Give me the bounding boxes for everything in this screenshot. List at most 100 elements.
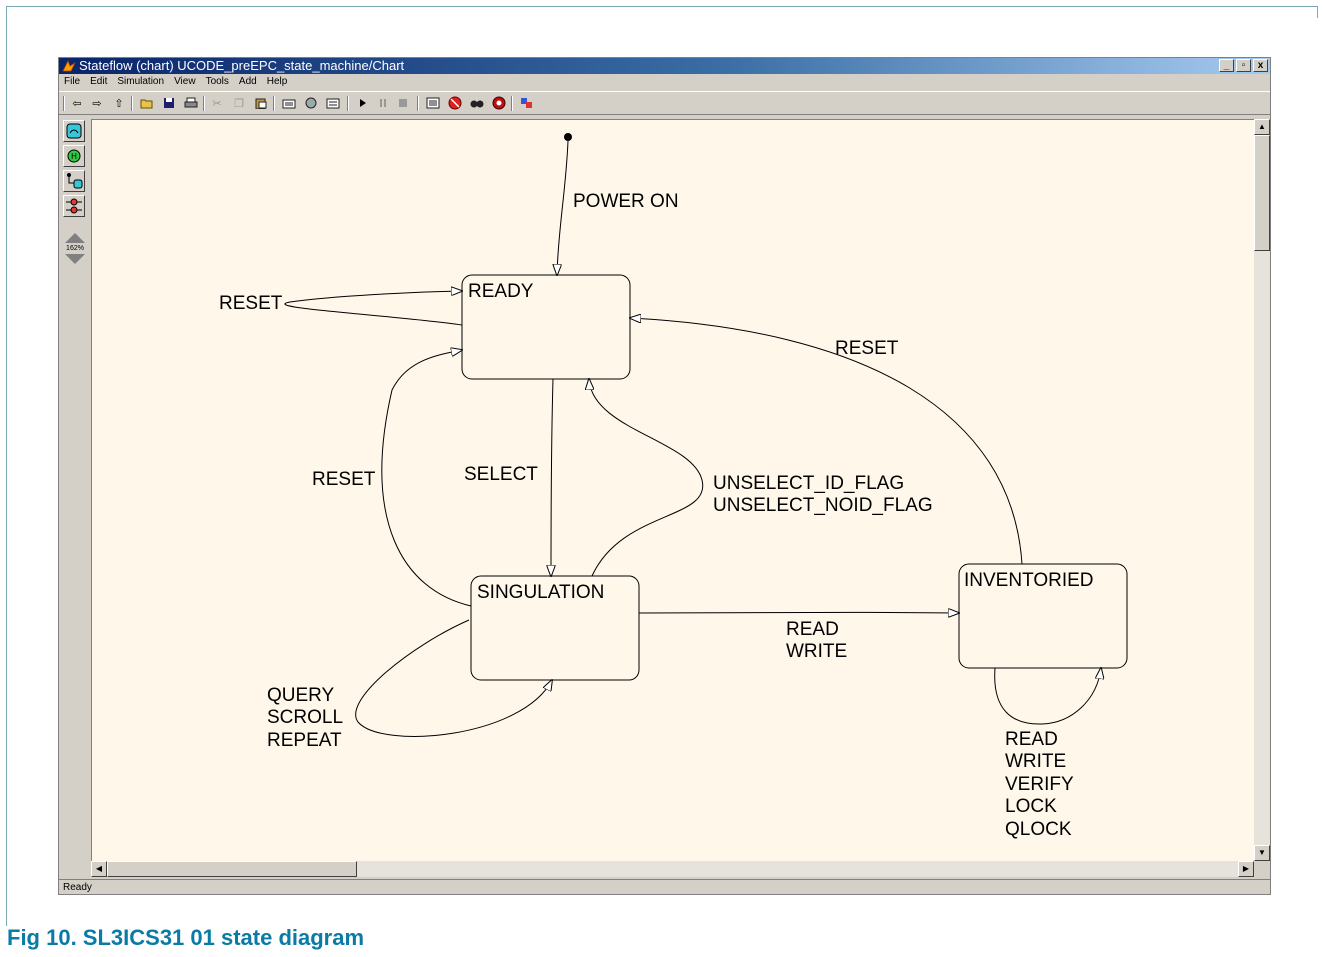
toolbar-separator — [273, 96, 275, 111]
transition-query-loop[interactable] — [355, 619, 552, 737]
state-ready[interactable]: READY — [461, 274, 631, 380]
label-read-write-2: WRITE — [786, 641, 847, 662]
transition-power-on[interactable] — [557, 140, 569, 275]
transition-unselect[interactable] — [589, 379, 704, 577]
stateflow-window: Stateflow (chart) UCODE_preEPC_state_mac… — [58, 57, 1271, 895]
toolbar: ⇦ ⇨ ⇧ ✂ ❐ — [59, 91, 1270, 115]
horizontal-scrollbar[interactable]: ◀ ▶ — [91, 861, 1254, 877]
transition-reset-singulation[interactable] — [381, 350, 472, 607]
label-inv-qlock: QLOCK — [1005, 819, 1072, 840]
transition-inventoried-loop[interactable] — [994, 668, 1101, 725]
default-transition-button[interactable] — [63, 170, 85, 192]
horizontal-scroll-thumb[interactable] — [107, 861, 357, 877]
toolbar-separator — [417, 96, 419, 111]
toolbar-separator — [131, 96, 133, 111]
transition-read-write[interactable] — [638, 612, 959, 613]
page-frame-left — [6, 6, 7, 926]
state-tool-button[interactable] — [63, 120, 85, 142]
menu-edit[interactable]: Edit — [90, 76, 108, 87]
transition-reset-inventoried[interactable] — [630, 318, 1023, 565]
svg-text:H: H — [71, 152, 77, 161]
label-power-on: POWER ON — [573, 191, 679, 212]
paste-icon[interactable] — [253, 95, 269, 111]
up-icon[interactable]: ⇧ — [114, 97, 124, 110]
state-diagram: READY SINGULATION INVENTORIED POWER ON R… — [219, 133, 1128, 840]
state-singulation[interactable]: SINGULATION — [470, 575, 640, 681]
window-title: Stateflow (chart) UCODE_preEPC_state_mac… — [79, 58, 405, 73]
debug-icon[interactable] — [325, 95, 341, 111]
model-browser-icon[interactable] — [425, 95, 441, 111]
scroll-up-button[interactable]: ▲ — [1254, 119, 1270, 135]
scroll-left-button[interactable]: ◀ — [91, 861, 107, 877]
scroll-down-button[interactable]: ▼ — [1254, 845, 1270, 861]
fit-icon[interactable] — [519, 95, 535, 111]
label-scroll: SCROLL — [267, 707, 343, 728]
connective-junction-button[interactable] — [63, 195, 85, 217]
transition-reset-self[interactable] — [284, 291, 462, 326]
toolbar-separator — [347, 96, 349, 111]
save-icon[interactable] — [161, 95, 177, 111]
label-inv-verify: VERIFY — [1005, 774, 1074, 795]
scroll-right-button[interactable]: ▶ — [1238, 861, 1254, 877]
menu-view[interactable]: View — [174, 76, 196, 87]
label-reset-self: RESET — [219, 293, 283, 314]
menu-simulation[interactable]: Simulation — [117, 76, 165, 87]
state-inventoried[interactable]: INVENTORIED — [958, 563, 1128, 669]
print-icon[interactable] — [183, 95, 199, 111]
zoom-out-icon[interactable] — [65, 254, 85, 264]
label-unselect-2: UNSELECT_NOID_FLAG — [713, 495, 933, 516]
stateflow-app-icon — [62, 60, 76, 72]
vertical-scroll-thumb[interactable] — [1254, 135, 1270, 251]
breakpoint-icon[interactable] — [447, 95, 463, 111]
label-reset-inventoried: RESET — [835, 338, 899, 359]
back-icon[interactable]: ⇦ — [72, 97, 82, 110]
label-query: QUERY — [267, 685, 335, 706]
label-reset-singulation: RESET — [312, 469, 376, 490]
forward-icon[interactable]: ⇨ — [92, 97, 102, 110]
vertical-scrollbar[interactable]: ▲ ▼ — [1254, 119, 1270, 861]
chart-canvas[interactable]: READY SINGULATION INVENTORIED POWER ON R… — [91, 119, 1254, 861]
stop-icon[interactable] — [395, 95, 411, 111]
cut-icon[interactable]: ✂ — [212, 97, 222, 110]
title-bar[interactable]: Stateflow (chart) UCODE_preEPC_state_mac… — [59, 58, 1270, 74]
find-icon[interactable] — [469, 95, 485, 111]
transition-select[interactable] — [551, 378, 553, 576]
state-inventoried-label: INVENTORIED — [964, 570, 1094, 591]
state-tool-icon — [66, 123, 82, 139]
label-unselect-1: UNSELECT_ID_FLAG — [713, 473, 904, 494]
library-icon[interactable] — [303, 95, 319, 111]
pause-icon[interactable] — [375, 95, 391, 111]
label-inv-write: WRITE — [1005, 751, 1066, 772]
toolbar-separator — [511, 96, 513, 111]
default-transition-dot — [564, 133, 572, 141]
menu-file[interactable]: File — [64, 76, 81, 87]
menu-bar: File Edit Simulation View Tools Add Help — [59, 74, 1270, 90]
open-icon[interactable] — [139, 95, 155, 111]
default-transition-icon — [67, 173, 83, 189]
history-junction-button[interactable]: H — [63, 145, 85, 167]
state-singulation-label: SINGULATION — [477, 582, 604, 603]
close-button[interactable]: x — [1253, 59, 1268, 72]
page-frame-right — [1317, 6, 1318, 18]
zoom-level: 162% — [66, 245, 84, 252]
label-select: SELECT — [464, 464, 538, 485]
zoom-in-icon[interactable] — [65, 233, 85, 243]
toolbar-grip — [63, 96, 65, 111]
history-junction-icon: H — [67, 149, 81, 163]
label-read-write-1: READ — [786, 619, 839, 640]
explorer-icon[interactable] — [281, 95, 297, 111]
restore-button[interactable]: ▫ — [1236, 59, 1251, 72]
target-icon[interactable] — [491, 95, 507, 111]
status-bar: Ready — [59, 879, 1270, 894]
menu-help[interactable]: Help — [266, 76, 288, 87]
page-frame-top — [6, 6, 1318, 7]
copy-icon[interactable]: ❐ — [234, 97, 244, 110]
connective-junction-icon — [66, 198, 82, 214]
label-inv-lock: LOCK — [1005, 796, 1057, 817]
figure-caption: Fig 10. SL3ICS31 01 state diagram — [7, 925, 365, 950]
minimize-button[interactable]: _ — [1219, 59, 1234, 72]
menu-tools[interactable]: Tools — [205, 76, 229, 87]
label-repeat: REPEAT — [267, 730, 342, 751]
menu-add[interactable]: Add — [238, 76, 257, 87]
play-icon[interactable] — [355, 95, 371, 111]
